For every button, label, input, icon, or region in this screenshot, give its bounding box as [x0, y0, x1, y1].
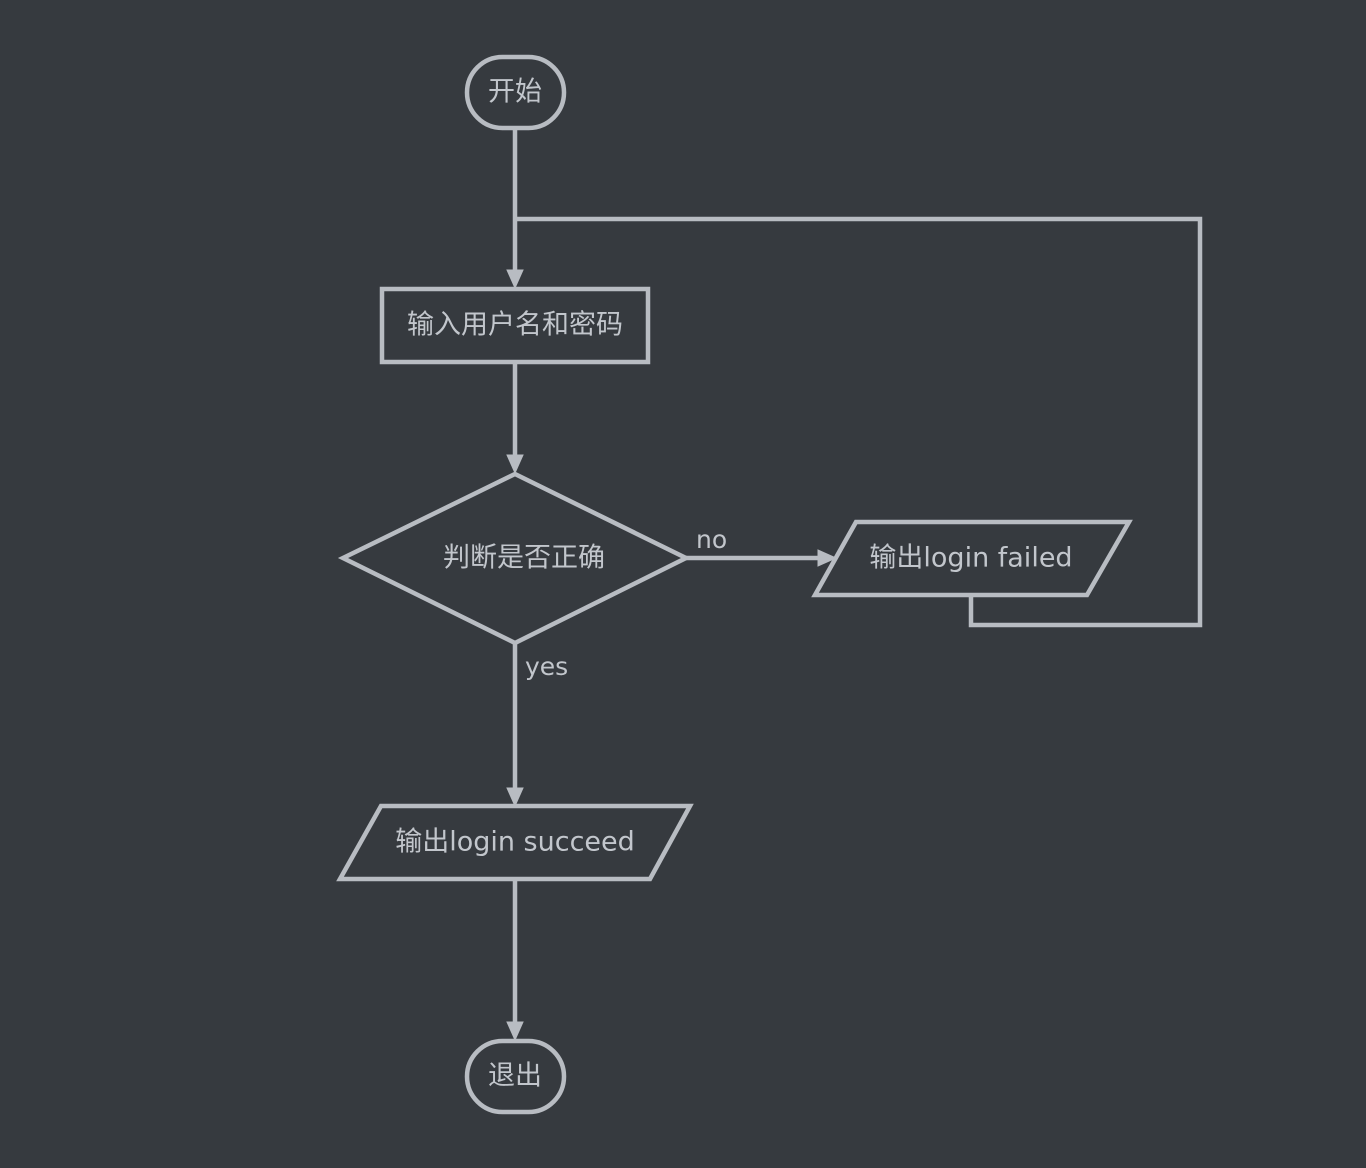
node-end: 退出	[464, 1038, 567, 1115]
edge-failed-to-input-loop	[515, 216, 1203, 628]
success-parallelogram-shape	[336, 803, 694, 882]
node-output-failed: 输出login failed	[811, 519, 1133, 598]
decision-label: 判断是否正确	[443, 543, 605, 574]
end-terminator-shape	[464, 1038, 567, 1115]
failed-label: 输出login failed	[869, 543, 1072, 574]
input-label: 输入用户名和密码	[407, 310, 623, 341]
end-label: 退出	[488, 1061, 542, 1092]
edges	[506, 128, 1203, 1042]
arrowhead-success-to-end	[506, 1021, 524, 1042]
edge-label-yes: yes	[525, 652, 568, 681]
start-label: 开始	[488, 77, 542, 108]
node-decision: 判断是否正确	[337, 471, 692, 646]
success-label: 输出login succeed	[395, 827, 635, 858]
failed-parallelogram-shape	[811, 519, 1133, 598]
node-output-success: 输出login succeed	[336, 803, 694, 882]
edge-labels: no yes	[525, 525, 727, 681]
arrowhead-input-to-decision	[506, 454, 524, 475]
input-process-shape	[379, 286, 651, 365]
start-terminator-shape	[464, 54, 567, 131]
node-start: 开始	[464, 54, 567, 131]
arrowhead-decision-to-failed	[817, 549, 838, 567]
node-input: 输入用户名和密码	[379, 286, 651, 365]
arrowhead-decision-to-success	[506, 787, 524, 808]
arrowhead-start-to-input	[506, 269, 524, 290]
edge-label-no: no	[696, 525, 727, 554]
decision-diamond-shape	[337, 471, 692, 646]
